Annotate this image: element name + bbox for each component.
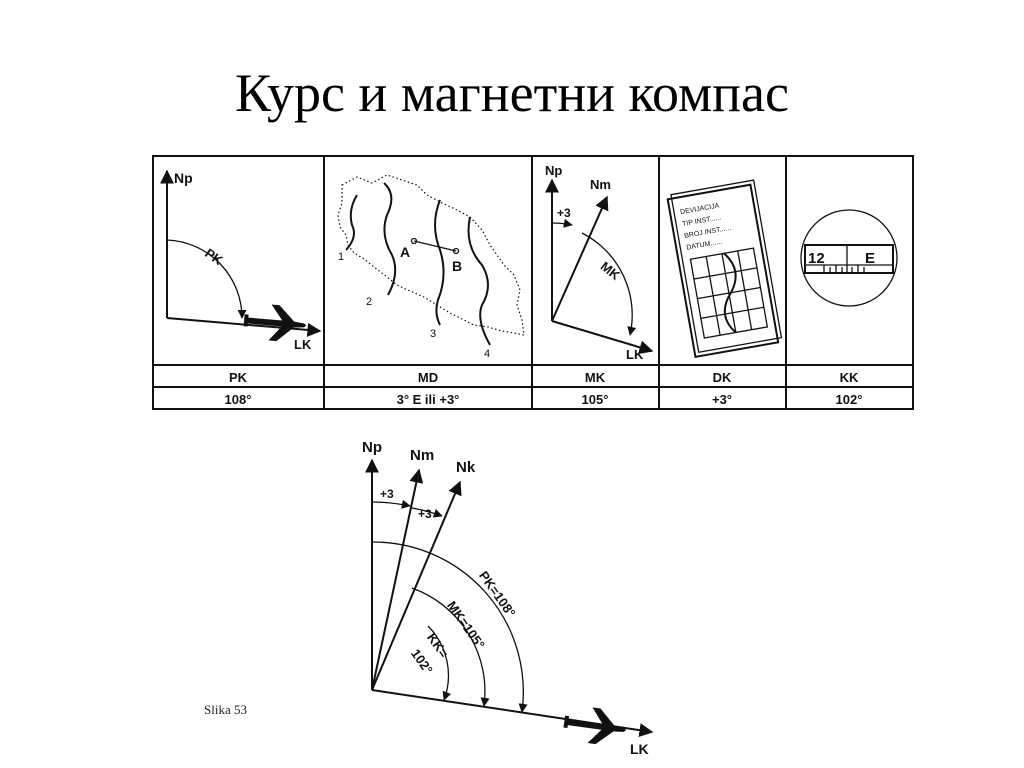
header-md: MD bbox=[418, 370, 438, 385]
plus3-np-nm: +3 bbox=[380, 487, 394, 501]
point-a-label: A bbox=[400, 244, 410, 260]
pk-arc-label: PK=108° bbox=[476, 568, 518, 620]
isogonic-line-4 bbox=[467, 216, 491, 346]
compass-e-label: E bbox=[865, 250, 875, 267]
np-label: Np bbox=[362, 439, 382, 456]
kk-value-label: 102° bbox=[408, 646, 436, 677]
bottom-figure: Np Nm Nk +3 +3 LK PK=108° MK=105° KK= 10… bbox=[362, 439, 654, 757]
nm-label: Nm bbox=[410, 447, 434, 464]
lk-label: LK bbox=[626, 347, 644, 362]
value-dk: +3° bbox=[712, 392, 732, 407]
lk-label: LK bbox=[294, 337, 312, 352]
value-kk: 102° bbox=[836, 392, 863, 407]
airplane-icon bbox=[243, 304, 306, 342]
top-figure: Np PK LK A B 1 2 3 4 Np Nm +3 MK LK bbox=[152, 155, 914, 410]
np-label: Np bbox=[545, 163, 562, 178]
panel-deviation-card: DEVIJACIJA TIP INST...... BROJ INST.....… bbox=[666, 179, 783, 359]
table-value-row: 108° 3° E ili +3° 105° +3° 102° bbox=[225, 392, 863, 407]
slide-title: Курс и магнетни компас bbox=[235, 63, 789, 123]
lk-label: LK bbox=[630, 741, 649, 757]
mk-arc-label: MK=105° bbox=[444, 598, 488, 651]
card-line-3: BROJ INST...... bbox=[684, 225, 732, 240]
compass-12-label: 12 bbox=[808, 250, 825, 267]
value-mk: 105° bbox=[582, 392, 609, 407]
pk-arc-label: PK bbox=[202, 245, 226, 268]
line-1-label: 1 bbox=[338, 251, 344, 263]
heading-diagram: Np Nm Nk +3 +3 LK PK=108° MK=105° KK= 10… bbox=[362, 439, 654, 757]
header-pk: PK bbox=[229, 370, 248, 385]
plus3-nm-nk: +3 bbox=[418, 507, 432, 521]
header-dk: DK bbox=[713, 370, 732, 385]
header-kk: KK bbox=[840, 370, 859, 385]
header-mk: MK bbox=[585, 370, 606, 385]
plus3-label: +3 bbox=[557, 206, 571, 220]
value-pk: 108° bbox=[225, 392, 252, 407]
isogonic-line-1 bbox=[345, 194, 358, 251]
nk-label: Nk bbox=[456, 459, 476, 476]
nm-label: Nm bbox=[590, 177, 611, 192]
card-line-2: TIP INST...... bbox=[682, 214, 722, 228]
np-label: Np bbox=[174, 170, 193, 186]
isogonic-line-3 bbox=[434, 199, 445, 326]
mk-arc-label: MK bbox=[598, 259, 624, 284]
value-md: 3° E ili +3° bbox=[397, 392, 460, 407]
point-b-label: B bbox=[452, 258, 462, 274]
panel-true-heading: Np PK LK bbox=[160, 169, 322, 352]
line-2-label: 2 bbox=[366, 296, 372, 308]
card-line-4: DATUM...... bbox=[686, 239, 723, 252]
table-header-row: PK MD MK DK KK bbox=[229, 370, 859, 385]
card-line-1: DEVIJACIJA bbox=[680, 202, 721, 216]
panel-magnetic-declination-map: A B 1 2 3 4 bbox=[337, 174, 525, 360]
line-4-label: 4 bbox=[484, 348, 490, 360]
line-3-label: 3 bbox=[430, 328, 436, 340]
panel-magnetic-heading: Np Nm +3 MK LK bbox=[545, 163, 654, 362]
figure-caption: Slika 53 bbox=[204, 702, 247, 717]
isogonic-line-2 bbox=[383, 182, 397, 296]
panel-compass: 12 E bbox=[800, 209, 898, 307]
table-frame bbox=[152, 155, 914, 410]
airplane-icon bbox=[563, 707, 626, 745]
